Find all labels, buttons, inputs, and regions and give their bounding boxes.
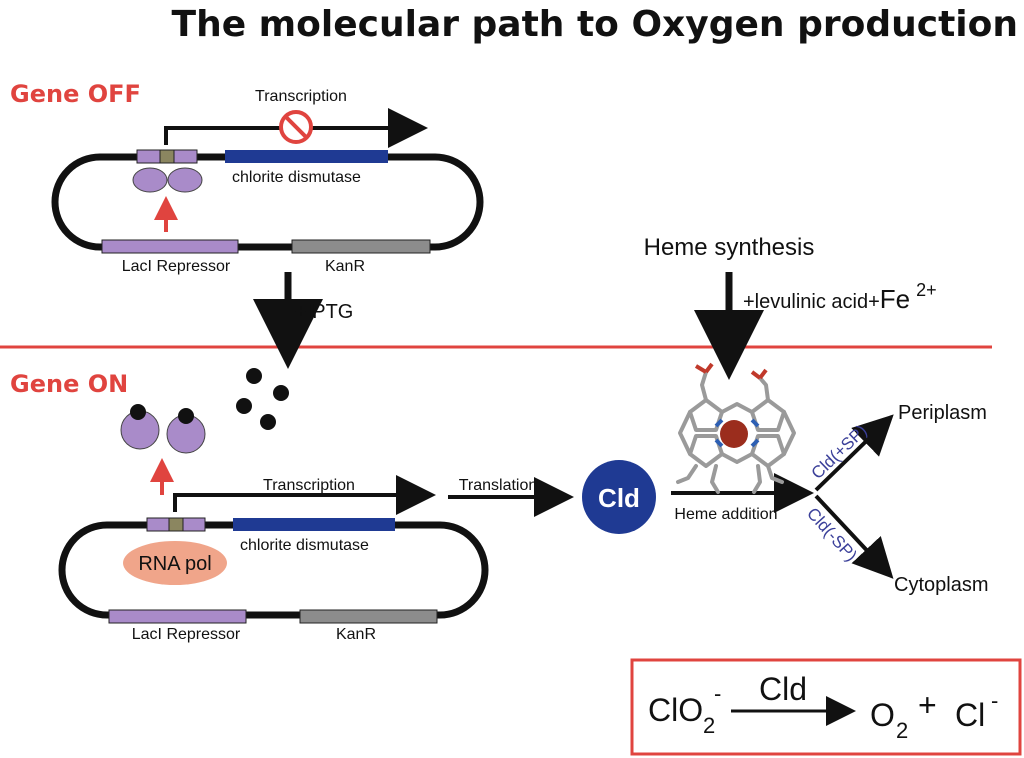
- repressor-iptg-complex-right: [166, 408, 206, 454]
- transcription-label-on: Transcription: [263, 477, 355, 494]
- product-chloride-charge: -: [991, 688, 998, 713]
- translation-label: Translation: [459, 477, 538, 494]
- transcription-arrow-on: [173, 475, 436, 515]
- reactant-text: ClO: [648, 692, 703, 728]
- gene-block-off: [225, 150, 388, 163]
- gene-label-on: chlorite dismutase: [240, 537, 369, 554]
- kanr-label-off: KanR: [325, 258, 365, 275]
- gene-on-label: Gene ON: [10, 370, 128, 398]
- levulinic-acid-text: +levulinic acid+: [743, 291, 880, 313]
- laci-label-on: LacI Repressor: [132, 626, 241, 643]
- operator-off: [159, 149, 175, 164]
- no-sign-icon: [279, 110, 313, 144]
- fe-charge-text: 2+: [916, 280, 937, 300]
- product-chloride-text: Cl: [955, 697, 985, 733]
- reactant-charge: -: [714, 681, 721, 706]
- reaction-enzyme-label: Cld: [759, 671, 807, 707]
- heme-carboxyl-groups: [694, 362, 768, 380]
- product-oxygen-text: O: [870, 697, 895, 733]
- reactant-subscript: 2: [703, 713, 715, 738]
- laci-block-on: [108, 609, 247, 624]
- operator-on: [168, 517, 184, 532]
- heme-synthesis-label: Heme synthesis: [644, 234, 815, 261]
- iron-atom: [720, 420, 748, 448]
- heme-additives-label: +levulinic acid+Fe 2+: [743, 280, 937, 314]
- periplasm-label: Periplasm: [898, 402, 987, 424]
- reaction-plus-sign: +: [918, 687, 937, 723]
- reaction-equation: ClO 2 - Cld O 2 + Cl -: [648, 671, 998, 743]
- laci-label-off: LacI Repressor: [122, 258, 231, 275]
- kanr-block-on: [299, 609, 438, 624]
- gene-off-label: Gene OFF: [10, 80, 141, 108]
- gene-label-off: chlorite dismutase: [232, 169, 361, 186]
- repressor-dimer-left-off: [132, 167, 168, 193]
- cytoplasm-arrow: [814, 494, 894, 579]
- page-title: The molecular path to Oxygen production: [172, 4, 1018, 45]
- product-oxygen-subscript: 2: [896, 718, 908, 743]
- cld-protein-label: Cld: [598, 483, 640, 513]
- cld-plus-sp-label: Cld(+SP): [808, 421, 871, 483]
- laci-block-off: [101, 239, 239, 254]
- repressor-iptg-complex-left: [120, 404, 160, 450]
- repressor-dimer-right-off: [167, 167, 203, 193]
- heme-addition-label: Heme addition: [674, 506, 777, 523]
- periplasm-arrow: [814, 414, 894, 492]
- gene-block-on: [233, 518, 395, 531]
- iptg-label: +IPTG: [295, 301, 353, 323]
- heme-nitrogens: [714, 418, 760, 448]
- transcription-label-off: Transcription: [255, 88, 347, 105]
- rna-pol-label: RNA pol: [138, 553, 211, 575]
- rna-pol: [123, 541, 227, 585]
- kanr-block-off: [291, 239, 431, 254]
- kanr-label-on: KanR: [336, 626, 376, 643]
- fe-text: Fe: [880, 284, 910, 314]
- cytoplasm-label: Cytoplasm: [894, 574, 988, 596]
- iptg-molecules: [236, 368, 289, 430]
- cld-protein: [582, 460, 656, 534]
- transcription-arrow-off: [164, 108, 428, 148]
